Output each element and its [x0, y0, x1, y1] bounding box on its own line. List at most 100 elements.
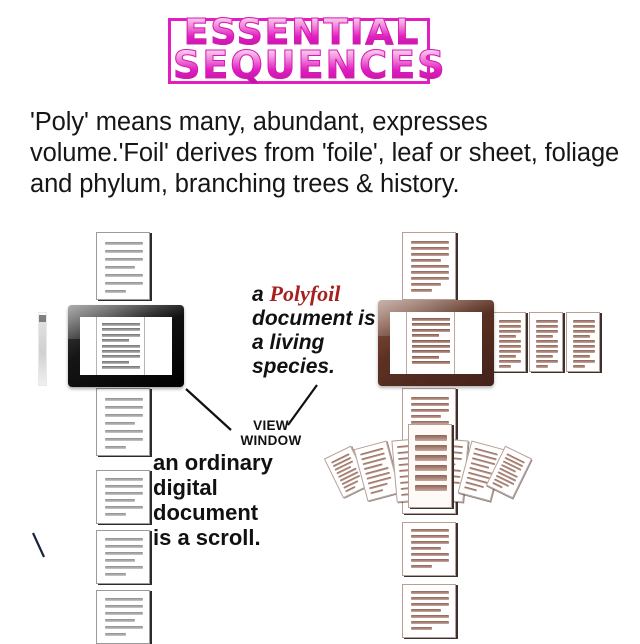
text-line — [411, 247, 449, 250]
text-line — [411, 559, 449, 562]
document-page — [96, 232, 150, 300]
text-line — [573, 355, 591, 358]
polyfoil-callout-prefix: a — [252, 283, 270, 306]
view-window-frame-ordinary[interactable] — [68, 305, 184, 387]
text-line — [411, 603, 449, 606]
text-line — [411, 241, 449, 244]
adjacent-page-edge — [145, 317, 165, 375]
text-line — [411, 265, 449, 268]
text-line — [573, 345, 595, 348]
text-line — [411, 259, 441, 262]
text-line — [411, 397, 449, 400]
text-line — [105, 290, 126, 293]
text-line — [105, 626, 143, 629]
document-page — [492, 312, 526, 372]
title-line-1: ESSENTIAL — [173, 14, 431, 51]
text-line — [499, 345, 521, 348]
text-line — [105, 619, 135, 622]
text-line — [105, 545, 143, 548]
adjacent-page-edge — [80, 317, 98, 375]
text-line — [411, 547, 441, 550]
document-page — [96, 470, 150, 524]
view-window-frame-polyfoil[interactable] — [378, 300, 494, 386]
text-line — [105, 506, 143, 509]
text-line — [412, 345, 451, 348]
text-line — [411, 271, 449, 274]
text-line — [102, 366, 141, 370]
text-line — [105, 573, 126, 576]
document-page — [96, 530, 150, 584]
document-page — [402, 522, 456, 576]
text-line — [102, 350, 141, 353]
adjacent-page-edge — [390, 312, 408, 374]
text-line — [105, 274, 143, 277]
leader-line-left — [185, 388, 232, 431]
polyfoil-callout: a Polyfoil document is a living species. — [252, 282, 382, 379]
text-line — [499, 360, 521, 363]
text-line — [536, 355, 554, 358]
text-line — [499, 340, 521, 343]
text-line — [105, 266, 135, 269]
document-page — [96, 590, 150, 644]
text-line — [369, 482, 388, 490]
text-line — [102, 339, 129, 343]
ordinary-scroll-callout: an ordinary digital document is a scroll… — [153, 450, 273, 550]
text-line — [411, 253, 449, 256]
intro-paragraph: 'Poly' means many, abundant, expresses v… — [30, 108, 620, 198]
text-line — [411, 277, 449, 280]
text-line — [411, 553, 449, 556]
text-line — [105, 414, 143, 417]
text-line — [412, 318, 451, 321]
text-line — [105, 552, 143, 555]
text-line — [412, 328, 451, 332]
text-line — [411, 415, 441, 418]
polyfoil-branch-pages — [492, 312, 602, 374]
text-line — [105, 430, 143, 433]
text-line — [105, 398, 143, 401]
text-line — [105, 559, 135, 562]
text-line — [499, 350, 521, 353]
thumbnail-cap — [39, 315, 46, 322]
document-page — [96, 388, 150, 456]
text-line — [573, 350, 595, 353]
document-page — [402, 232, 456, 300]
text-line — [412, 323, 451, 327]
text-line — [411, 627, 432, 630]
text-line — [536, 365, 549, 368]
text-line — [412, 361, 451, 365]
text-line — [536, 340, 558, 343]
text-line — [499, 330, 521, 333]
text-line — [411, 609, 441, 612]
text-line — [370, 489, 384, 495]
text-line — [105, 446, 126, 449]
text-line — [499, 365, 512, 368]
text-line — [102, 328, 141, 332]
visible-page — [407, 312, 455, 374]
document-page — [402, 584, 456, 638]
text-line — [412, 355, 439, 359]
text-line — [573, 360, 595, 363]
text-line — [536, 350, 558, 353]
text-line — [105, 538, 143, 541]
text-line — [499, 320, 521, 323]
adjacent-page-edge — [455, 312, 475, 374]
text-line — [105, 250, 143, 253]
text-line — [411, 283, 441, 286]
text-line — [411, 615, 449, 618]
text-line — [411, 591, 449, 594]
text-line — [105, 242, 143, 245]
text-line — [573, 330, 595, 333]
text-line — [573, 325, 595, 328]
text-line — [411, 409, 449, 412]
text-line — [411, 535, 449, 538]
text-line — [105, 406, 143, 409]
text-line — [415, 445, 447, 451]
view-window-content — [80, 317, 172, 375]
view-window-label-line1: VIEW — [253, 418, 289, 433]
polyfoil-fan-band — [323, 424, 533, 508]
text-line — [105, 612, 143, 615]
text-line — [499, 335, 517, 338]
text-line — [536, 345, 558, 348]
text-line — [105, 566, 143, 569]
text-line — [411, 565, 432, 568]
